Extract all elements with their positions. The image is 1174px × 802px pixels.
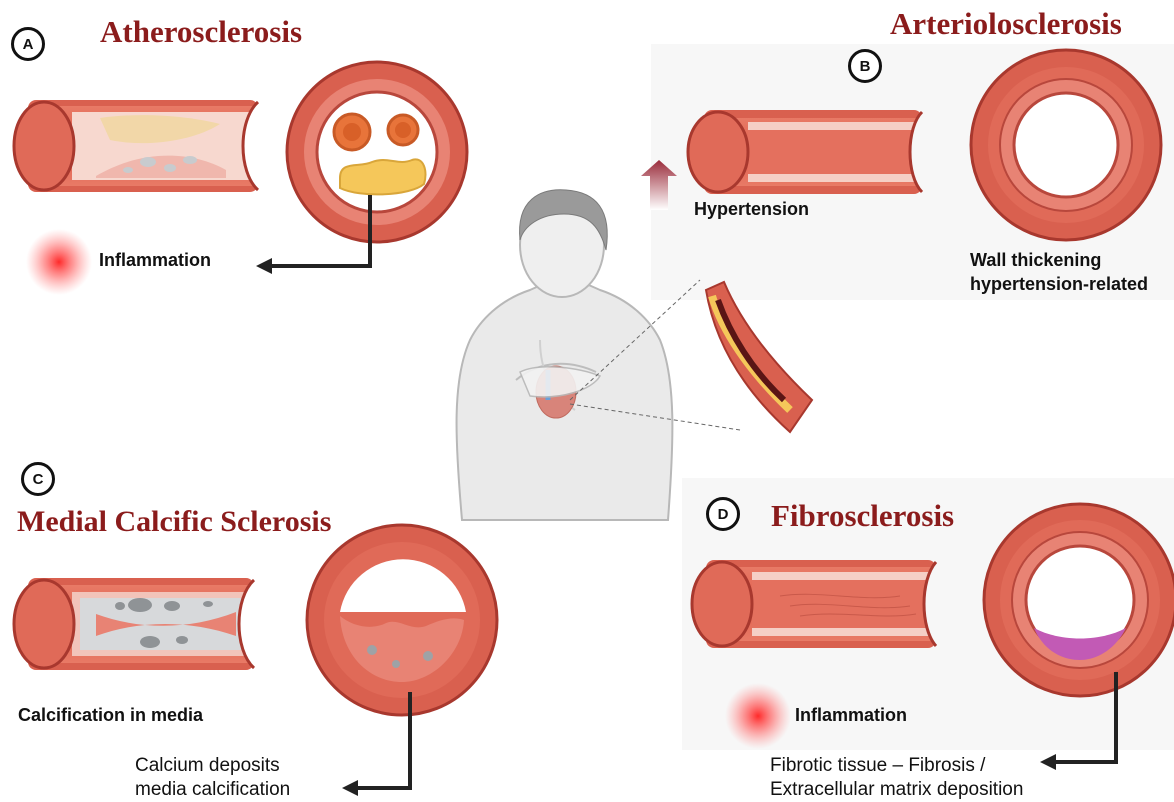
- inflammation-glow-d: [725, 683, 791, 749]
- badge-b: B: [848, 49, 882, 83]
- title-medial-calcific-sclerosis: Medial Calcific Sclerosis: [17, 505, 331, 539]
- label-calcium-deposits: Calcium deposits: [135, 754, 280, 778]
- title-atherosclerosis: Atherosclerosis: [100, 14, 302, 50]
- badge-c: C: [21, 462, 55, 496]
- badge-a: A: [11, 27, 45, 61]
- vessel-cross-section-a: [287, 62, 467, 242]
- title-arteriolosclerosis: Arteriolosclerosis: [890, 6, 1122, 42]
- label-calcification-in-media: Calcification in media: [18, 705, 203, 726]
- label-extracellular-matrix: Extracellular matrix deposition: [770, 778, 1023, 802]
- label-inflammation-d: Inflammation: [795, 705, 907, 726]
- label-media-calcification: media calcification: [135, 778, 290, 802]
- title-fibrosclerosis: Fibrosclerosis: [771, 498, 954, 534]
- vessel-longitudinal-a: [14, 100, 258, 192]
- human-figure: [457, 190, 740, 520]
- artery-detail-inset: [706, 282, 812, 432]
- label-hypertension: Hypertension: [694, 199, 809, 220]
- up-arrow-icon: [641, 160, 677, 210]
- label-inflammation-a: Inflammation: [99, 250, 211, 271]
- vessel-longitudinal-b: [688, 110, 922, 194]
- vessel-longitudinal-d: [692, 560, 936, 648]
- badge-d: D: [706, 497, 740, 531]
- label-wall-thickening: Wall thickening: [970, 250, 1101, 271]
- label-hypertension-related: hypertension-related: [970, 274, 1148, 295]
- vessel-cross-section-d: [984, 504, 1174, 696]
- vessel-cross-section-b: [971, 50, 1161, 240]
- vessel-cross-section-c: [307, 525, 497, 715]
- inflammation-glow-a: [26, 229, 92, 295]
- vessel-longitudinal-c: [14, 578, 254, 670]
- label-fibrotic-tissue: Fibrotic tissue – Fibrosis /: [770, 754, 985, 778]
